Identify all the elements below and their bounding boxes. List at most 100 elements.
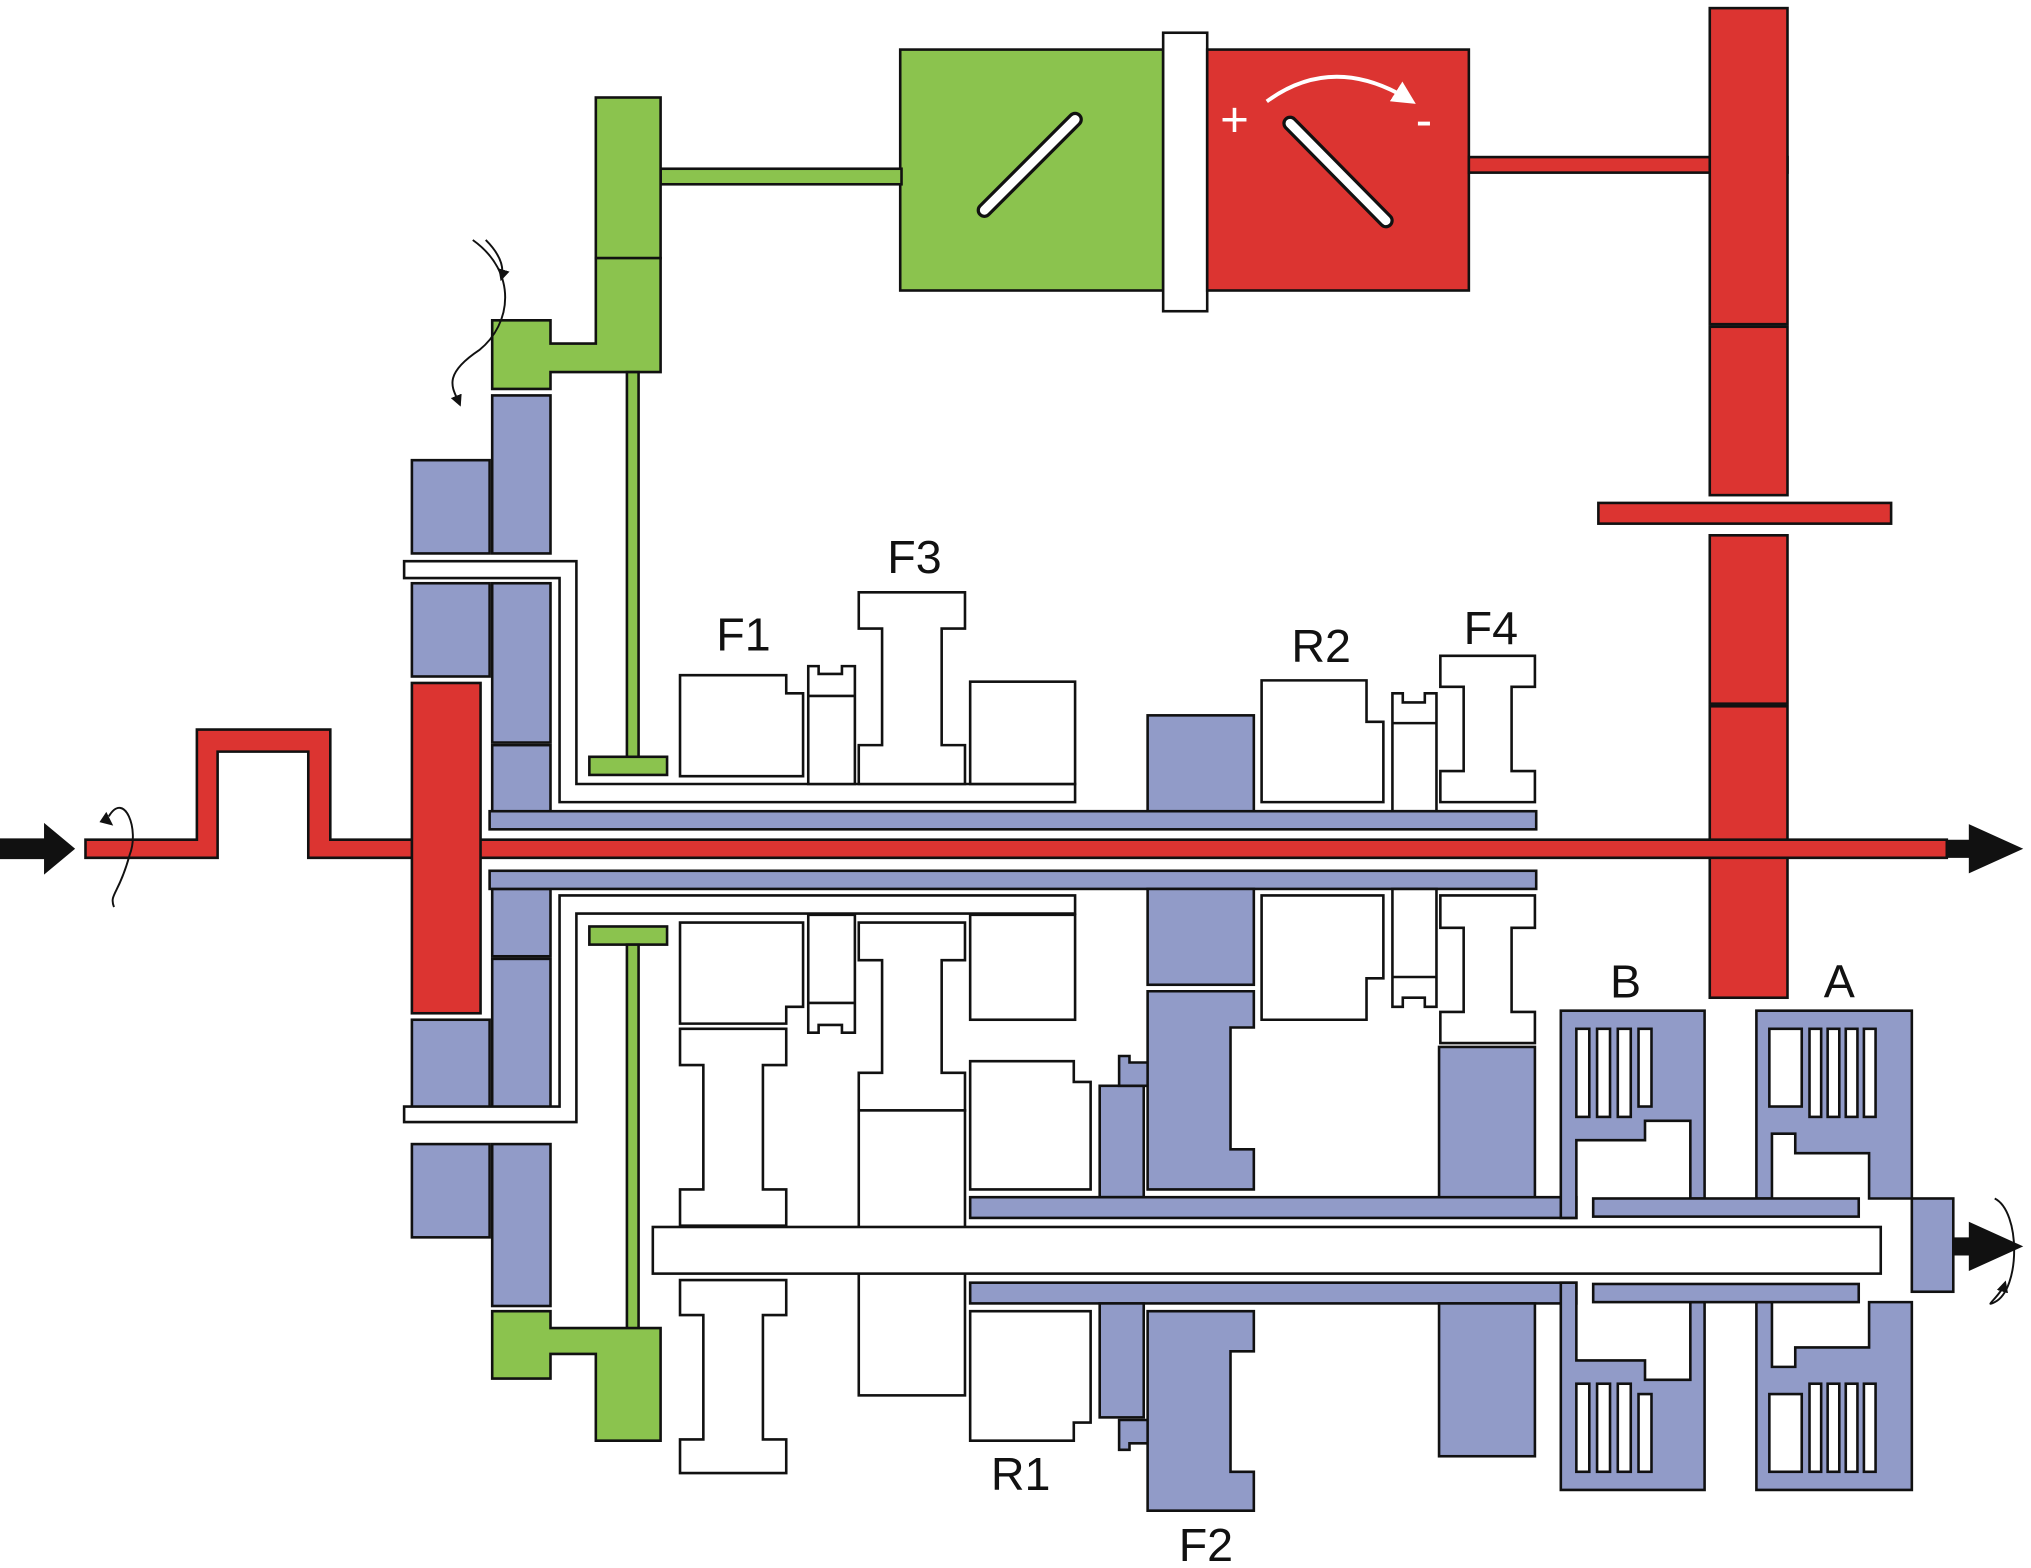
clutch-block: [410, 458, 491, 555]
output-gear-segment-2: [1708, 325, 1789, 497]
clutch-b-plate: [1616, 1382, 1633, 1474]
clutch-a-plate: [1808, 1027, 1823, 1119]
arrow-right-icon: [0, 822, 76, 875]
blue-gear-f2-lower: [1146, 1309, 1256, 1512]
plus-sign: +: [1220, 92, 1249, 147]
clutch-a-plate: [1862, 1027, 1877, 1119]
output-hollow-upper: [968, 1195, 1578, 1220]
clutch-block: [490, 743, 552, 814]
clutch-b-plate: [1595, 1382, 1612, 1474]
arrow-right-icon: [1953, 1221, 2024, 1272]
mg1-gear-bracket: [490, 256, 662, 391]
output-gear-segment-1: [1708, 6, 1789, 326]
clutch-a-friction-block: [1768, 1027, 1804, 1108]
output-gear-flange: [1597, 501, 1893, 525]
gear-right-of-f3-upper: [968, 680, 1077, 786]
clutch-a-hub-inner: [1591, 1197, 1861, 1218]
clutch-a-plate: [1862, 1382, 1877, 1474]
clutch-block: [490, 887, 552, 958]
mg1-slot-inner: [979, 114, 1080, 215]
rotation-arrow-icon: [1989, 1197, 2016, 1305]
input-shaft-gear: [410, 681, 482, 1015]
gear-f4-upper: [1439, 654, 1537, 804]
mg1-vertical-shaft: [625, 370, 640, 760]
mg2-slot-inner: [1285, 118, 1391, 226]
hollow-shaft-lower: [488, 869, 1538, 891]
output-shaft: [651, 1225, 1883, 1275]
label-r2: R2: [1291, 620, 1351, 672]
clutch-block: [490, 1142, 552, 1308]
mg1-foot-bottom: [588, 925, 669, 946]
label-f3: F3: [887, 531, 941, 583]
synchro-f1-f3-upper: [806, 664, 857, 786]
gear-f4-lower: [1439, 894, 1537, 1045]
gear-r1-upper-pinion: [678, 1027, 788, 1227]
label-r1: R1: [991, 1448, 1051, 1500]
mg1-foot-top: [588, 755, 669, 777]
hollow-shaft-upper: [488, 809, 1538, 831]
gear-r1-lower: [968, 1309, 1092, 1443]
clutch-a: [1591, 1009, 1955, 1492]
gear-r2-upper: [1260, 679, 1385, 804]
clutch-a-plate: [1844, 1027, 1859, 1119]
clutch-block: [410, 581, 491, 678]
lower-guide-rail: [402, 894, 1077, 1124]
clutch-block: [410, 1018, 491, 1114]
blue-gear-f2-upper: [1146, 989, 1256, 1191]
mg1-lower-bracket: [490, 1309, 662, 1443]
clutch-a-plate: [1826, 1027, 1841, 1119]
clutch-a-hub-inner: [1591, 1282, 1861, 1304]
motor-generator-1: [490, 48, 1165, 1443]
rotation-arrow-icon: [450, 239, 510, 407]
clutch-a-plate: [1808, 1382, 1823, 1474]
mg1-vertical-shaft-lower: [625, 943, 640, 1332]
clutch-b-plate: [1595, 1027, 1612, 1119]
mg1-gear-top: [594, 96, 662, 260]
label-b: B: [1610, 956, 1641, 1008]
gear-r2-lower: [1260, 894, 1385, 1022]
gear-right-of-f3-lower: [968, 913, 1077, 1022]
synchro-r2-f4-upper: [1391, 692, 1438, 813]
left-clutch-pack: [410, 394, 552, 1308]
coupling: [1161, 31, 1209, 313]
rotation-arrow-icon: [99, 807, 134, 908]
output-gear-segment-3: [1708, 534, 1789, 705]
mg1-shaft: [659, 167, 903, 186]
blue-gear-bottom-center: [1437, 1302, 1537, 1458]
clutch-a-plate: [1844, 1382, 1859, 1474]
blue-gear-r1-lower: [1098, 1302, 1146, 1419]
clutch-b-plate: [1637, 1027, 1653, 1108]
blue-gear-upper: [1146, 714, 1256, 813]
curved-arrow-icon: [1265, 74, 1416, 104]
label-f4: F4: [1464, 602, 1518, 654]
clutch-block: [490, 581, 552, 744]
clutch-b-plate: [1637, 1392, 1653, 1474]
gear-f2-lower-pinion: [678, 1278, 788, 1475]
gear-f1-lower: [678, 921, 805, 1025]
clutch-b: [1559, 1009, 1706, 1492]
clutch-a-friction-block: [1768, 1392, 1804, 1474]
synchro-f1-f3-lower: [806, 913, 857, 1034]
upper-guide-rail: [402, 559, 1077, 804]
label-f1: F1: [716, 609, 770, 661]
clutch-b-plate: [1616, 1027, 1633, 1119]
arrow-right-icon: [1946, 824, 2024, 874]
synchro-r2-f4-lower: [1391, 887, 1438, 1009]
label-f2: F2: [1179, 1519, 1233, 1568]
clutch-b-plate: [1575, 1027, 1591, 1119]
gear-f3-lower: [857, 921, 967, 1112]
blue-gear-r1-side: [1098, 1084, 1146, 1199]
gear-r1-mid: [968, 1059, 1092, 1191]
clutch-block: [490, 394, 552, 555]
minus-sign: -: [1416, 92, 1432, 147]
gear-f1-upper: [678, 673, 805, 778]
clutch-a-plate: [1826, 1382, 1841, 1474]
blue-gear-f4-lower: [1437, 1045, 1537, 1202]
blue-gear-lower-top: [1146, 887, 1256, 987]
output-flange: [1910, 1197, 1955, 1294]
output-hollow-lower: [968, 1281, 1578, 1305]
clutch-block: [410, 1142, 491, 1239]
gear-f3-upper: [857, 591, 967, 786]
clutch-b-plate: [1575, 1382, 1591, 1474]
